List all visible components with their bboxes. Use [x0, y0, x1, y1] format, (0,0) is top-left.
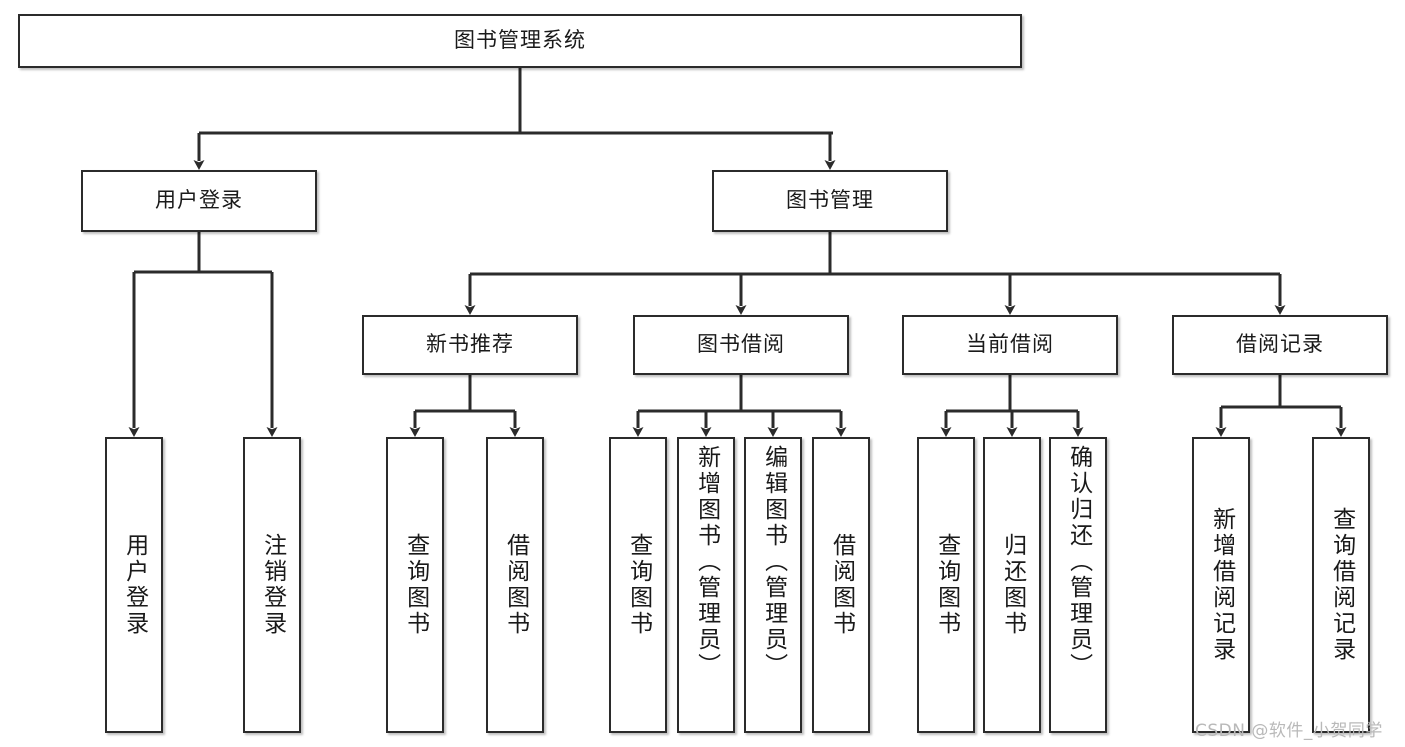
- node-borrow-record-label: 借阅记录: [1236, 332, 1324, 357]
- node-leaf-return-book[interactable]: 归还图书: [983, 437, 1041, 733]
- node-borrow-record[interactable]: 借阅记录: [1172, 315, 1388, 375]
- node-book-borrow[interactable]: 图书借阅: [633, 315, 849, 375]
- node-leaf-query-record-label: 查询借阅记录: [1328, 507, 1355, 663]
- node-root[interactable]: 图书管理系统: [18, 14, 1022, 68]
- node-leaf-query-record[interactable]: 查询借阅记录: [1312, 437, 1370, 733]
- node-leaf-borrow-book-rec[interactable]: 借阅图书: [486, 437, 544, 733]
- node-book-management-label: 图书管理: [786, 188, 874, 213]
- node-leaf-query-book-bor-label: 查询图书: [625, 533, 652, 637]
- node-current-borrow[interactable]: 当前借阅: [902, 315, 1118, 375]
- node-current-borrow-label: 当前借阅: [966, 332, 1054, 357]
- node-leaf-add-book[interactable]: 新增图书（管理员）: [677, 437, 735, 733]
- node-leaf-add-book-label: 新增图书（管理员）: [693, 445, 720, 679]
- node-leaf-return-book-label: 归还图书: [999, 533, 1026, 637]
- node-leaf-edit-book-label: 编辑图书（管理员）: [760, 445, 787, 679]
- node-leaf-borrow-book-rec-label: 借阅图书: [502, 533, 529, 637]
- node-leaf-user-login-label: 用户登录: [121, 533, 148, 637]
- node-leaf-user-logout-label: 注销登录: [259, 533, 286, 637]
- node-leaf-edit-book[interactable]: 编辑图书（管理员）: [744, 437, 802, 733]
- node-leaf-borrow-book-label: 借阅图书: [828, 533, 855, 637]
- node-user-login-label: 用户登录: [155, 188, 243, 213]
- node-new-book-recommend-label: 新书推荐: [426, 332, 514, 357]
- node-new-book-recommend[interactable]: 新书推荐: [362, 315, 578, 375]
- node-leaf-query-book-rec[interactable]: 查询图书: [386, 437, 444, 733]
- node-leaf-add-record[interactable]: 新增借阅记录: [1192, 437, 1250, 733]
- node-user-login[interactable]: 用户登录: [81, 170, 317, 232]
- node-leaf-query-book-cur-label: 查询图书: [933, 533, 960, 637]
- node-root-label: 图书管理系统: [454, 28, 586, 53]
- node-leaf-borrow-book[interactable]: 借阅图书: [812, 437, 870, 733]
- node-leaf-user-logout[interactable]: 注销登录: [243, 437, 301, 733]
- node-leaf-query-book-bor[interactable]: 查询图书: [609, 437, 667, 733]
- node-leaf-confirm-return-label: 确认归还（管理员）: [1065, 445, 1092, 679]
- node-book-management[interactable]: 图书管理: [712, 170, 948, 232]
- node-book-borrow-label: 图书借阅: [697, 332, 785, 357]
- node-leaf-query-book-cur[interactable]: 查询图书: [917, 437, 975, 733]
- node-leaf-confirm-return[interactable]: 确认归还（管理员）: [1049, 437, 1107, 733]
- node-leaf-user-login[interactable]: 用户登录: [105, 437, 163, 733]
- node-leaf-add-record-label: 新增借阅记录: [1208, 507, 1235, 663]
- node-leaf-query-book-rec-label: 查询图书: [402, 533, 429, 637]
